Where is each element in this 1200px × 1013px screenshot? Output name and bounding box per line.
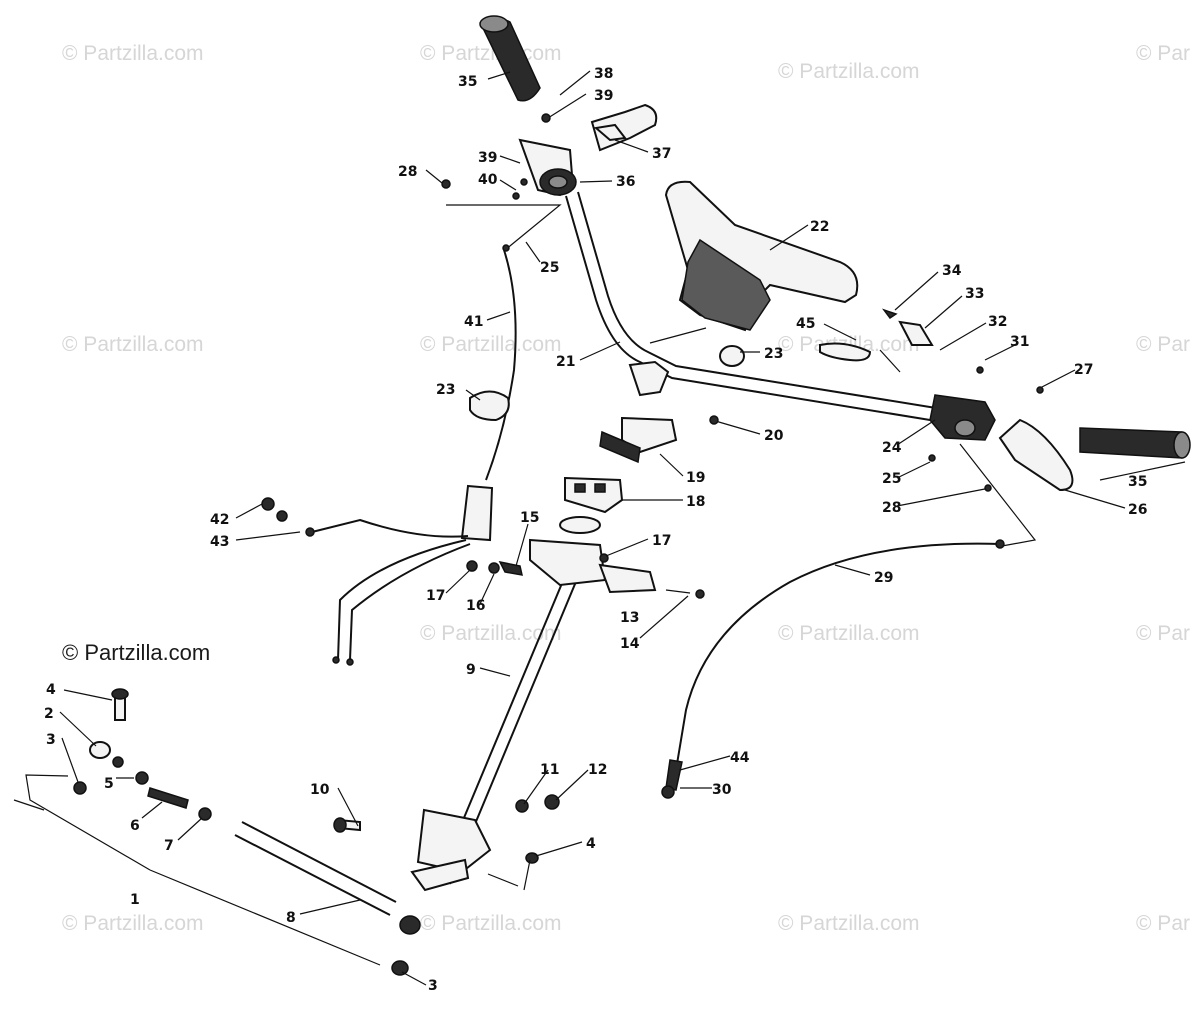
callout-39: 39 [478, 150, 497, 166]
callout-28: 28 [398, 164, 417, 180]
callout-24: 24 [882, 440, 902, 456]
callout-41: 41 [464, 314, 483, 330]
callout-45: 45 [796, 316, 815, 332]
callout-10: 10 [310, 782, 330, 798]
callout-21: 21 [556, 354, 575, 370]
callout-34: 34 [942, 263, 962, 279]
watermark: © Partzilla.com [420, 622, 562, 645]
watermark: © Partzilla.com [62, 42, 204, 65]
clamps [564, 416, 678, 514]
callout-39: 39 [594, 88, 613, 104]
callout-23: 23 [764, 346, 783, 362]
callout-37: 37 [652, 146, 671, 162]
watermark: © Partzilla.com [778, 60, 920, 83]
callout-29: 29 [874, 570, 893, 586]
callout-33: 33 [965, 286, 984, 302]
callout-6: 6 [130, 818, 140, 834]
brake-lever-top [590, 103, 658, 152]
callout-25: 25 [882, 471, 901, 487]
callout-4: 4 [46, 682, 56, 698]
watermark: © Par [1136, 622, 1190, 645]
callout-2: 2 [44, 706, 54, 722]
callout-40: 40 [478, 172, 498, 188]
callout-7: 7 [164, 838, 174, 854]
steering-column [410, 516, 657, 892]
watermark-main: © Partzilla.com [62, 640, 211, 665]
switch-parts [719, 308, 934, 367]
brake-cable [661, 542, 1001, 799]
callout-26: 26 [1128, 502, 1147, 518]
callout-28: 28 [882, 500, 901, 516]
callout-31: 31 [1010, 334, 1029, 350]
watermark: © Partzilla.com [778, 912, 920, 935]
callout-12: 12 [588, 762, 607, 778]
callout-44: 44 [730, 750, 750, 766]
callout-36: 36 [616, 174, 635, 190]
callout-22: 22 [810, 219, 829, 235]
callout-20: 20 [764, 428, 784, 444]
callout-labels: 35 38 39 37 39 40 36 28 25 22 41 21 23 2… [44, 66, 1147, 994]
callout-30: 30 [712, 782, 732, 798]
callout-42: 42 [210, 512, 229, 528]
callout-23: 23 [436, 382, 455, 398]
callout-4: 4 [586, 836, 596, 852]
watermark: © Par [1136, 42, 1190, 65]
callout-17: 17 [426, 588, 445, 604]
callout-19: 19 [686, 470, 705, 486]
throttle-housing [518, 138, 577, 197]
right-control-housing [929, 394, 996, 441]
callout-14: 14 [620, 636, 640, 652]
callout-27: 27 [1074, 362, 1093, 378]
watermark: © Partzilla.com [420, 333, 562, 356]
callout-43: 43 [210, 534, 229, 550]
callout-35: 35 [1128, 474, 1147, 490]
callout-15: 15 [520, 510, 539, 526]
callout-8: 8 [286, 910, 296, 926]
callout-16: 16 [466, 598, 485, 614]
tie-rod [73, 688, 421, 976]
callout-38: 38 [594, 66, 613, 82]
callout-25: 25 [540, 260, 559, 276]
callout-11: 11 [540, 762, 559, 778]
watermark: © Par [1136, 912, 1190, 935]
callout-13: 13 [620, 610, 639, 626]
left-grip [479, 15, 541, 102]
throttle-cable [261, 249, 517, 661]
callout-9: 9 [466, 662, 476, 678]
watermark: © Par [1136, 333, 1190, 356]
watermark: © Partzilla.com [62, 333, 204, 356]
callout-35: 35 [458, 74, 477, 90]
handlebar [565, 191, 937, 421]
right-grip [1079, 427, 1191, 459]
callout-17: 17 [652, 533, 671, 549]
handlebar-pad [664, 180, 859, 332]
watermark: © Partzilla.com [420, 912, 562, 935]
callout-3: 3 [46, 732, 56, 748]
right-brake-lever [998, 418, 1074, 492]
callout-32: 32 [988, 314, 1007, 330]
cable-ends [305, 113, 1044, 666]
callout-5: 5 [104, 776, 114, 792]
callout-18: 18 [686, 494, 705, 510]
callout-3: 3 [428, 978, 438, 994]
watermark: © Partzilla.com [778, 622, 920, 645]
watermark: © Partzilla.com [62, 912, 204, 935]
callout-1: 1 [130, 892, 140, 908]
leader-lines [13, 70, 1186, 986]
column-hardware [333, 553, 609, 891]
